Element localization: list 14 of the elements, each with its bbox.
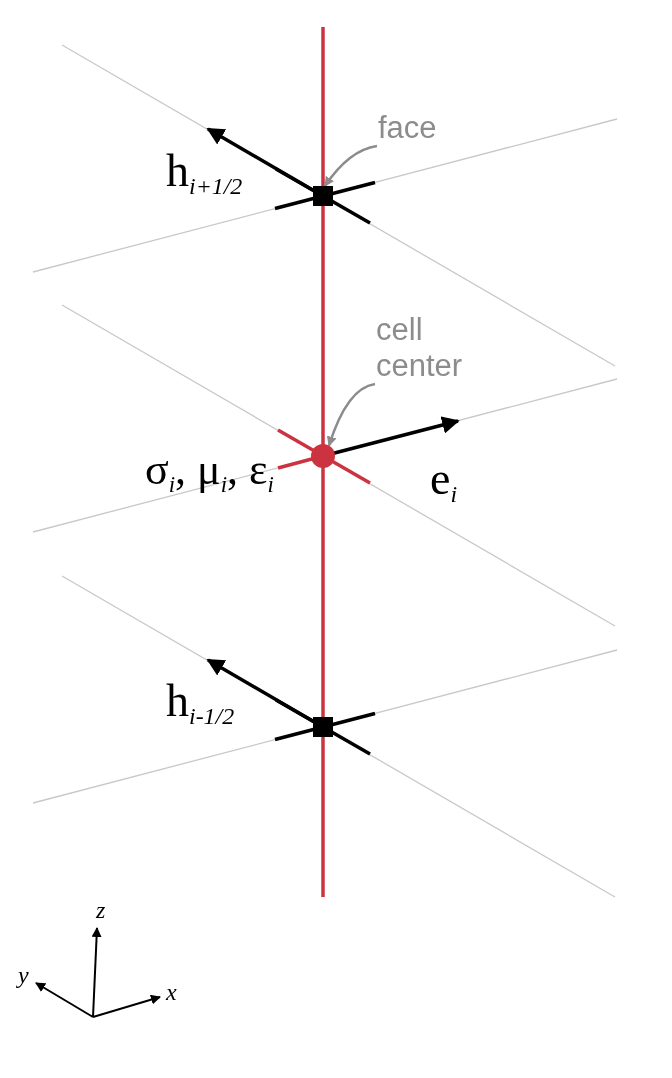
leader-arrow bbox=[327, 382, 376, 447]
face-marker bbox=[313, 186, 333, 206]
face-label: face bbox=[378, 110, 454, 148]
vector-label: e$_{i}$ bbox=[430, 456, 458, 508]
material-parameters-label: σ$_{i}$, μ$_{i}$, ε$_{i}$ bbox=[145, 448, 274, 497]
leader-arrow bbox=[323, 144, 378, 187]
axis-label: z bbox=[96, 898, 106, 922]
vector-label: h$_{i+1/2}$ bbox=[166, 148, 243, 200]
cell-center-dot bbox=[311, 444, 335, 468]
axis-label: x bbox=[166, 980, 177, 1004]
vector-label: h$_{i-1/2}$ bbox=[166, 678, 235, 730]
cell-center-label: cell center bbox=[376, 312, 488, 386]
axis-label: y bbox=[18, 963, 29, 987]
face-marker bbox=[313, 717, 333, 737]
